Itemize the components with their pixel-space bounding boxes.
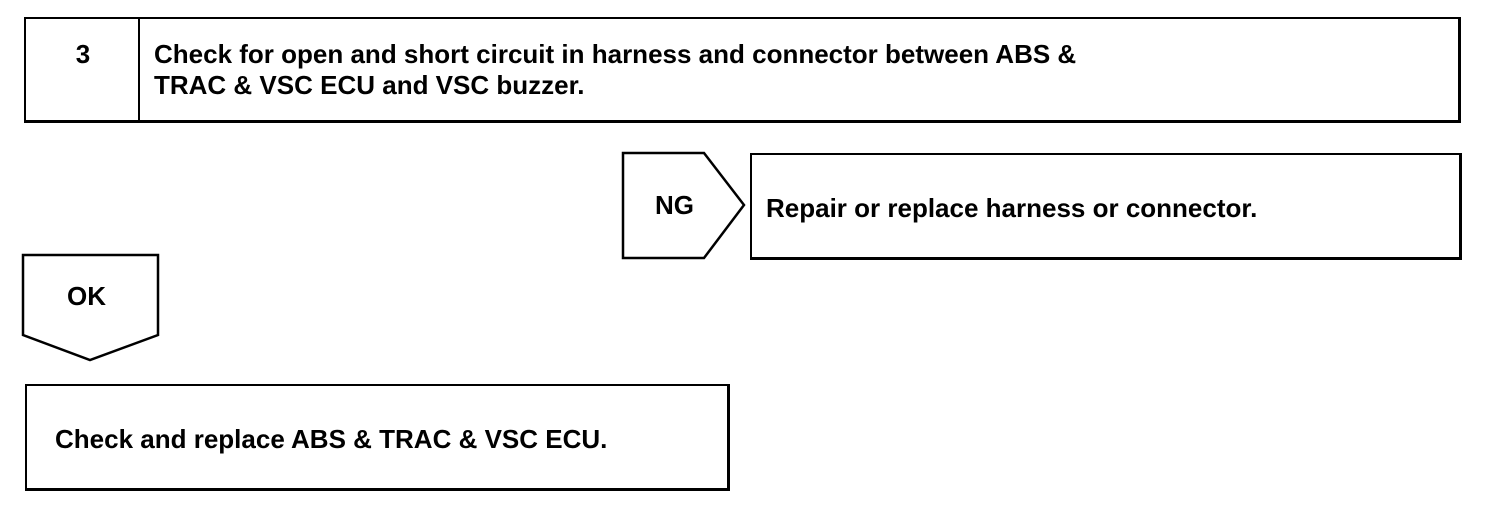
ng-arrow [621, 151, 746, 260]
step-description-line-1: Check for open and short circuit in harn… [154, 39, 1077, 69]
step-description-line-2: TRAC & VSC ECU and VSC buzzer. [154, 70, 585, 100]
ng-result-text: Repair or replace harness or connector. [766, 193, 1258, 223]
step-number: 3 [75, 39, 91, 69]
step-description: Check for open and short circuit in harn… [154, 39, 1434, 101]
ok-label: OK [67, 281, 106, 311]
ok-result-box: Check and replace ABS & TRAC & VSC ECU. [25, 384, 730, 491]
ng-result-box: Repair or replace harness or connector. [750, 153, 1462, 260]
ng-label: NG [655, 190, 694, 220]
step-box: 3 Check for open and short circuit in ha… [24, 17, 1461, 123]
ok-arrow [21, 253, 160, 362]
step-number-cell: 3 [26, 19, 140, 120]
ok-result-text: Check and replace ABS & TRAC & VSC ECU. [55, 424, 608, 454]
